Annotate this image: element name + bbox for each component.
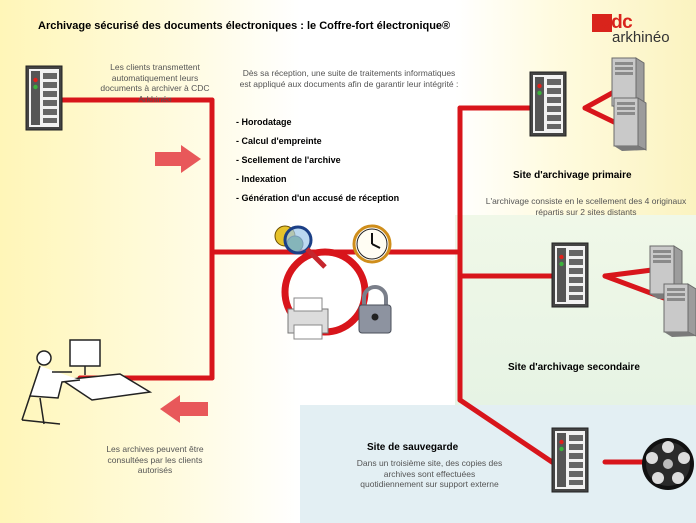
step-horodatage: - Horodatage <box>236 117 292 127</box>
diagram-title: Archivage sécurisé des documents électro… <box>38 20 451 32</box>
processing-intro-text: Dès sa réception, une suite de traitemen… <box>239 68 459 89</box>
step-accuse-reception: - Génération d'un accusé de réception <box>236 193 400 203</box>
server-icon <box>25 65 63 131</box>
primary-site-description: L'archivage consiste en le scellement de… <box>485 196 687 217</box>
client-send-text: Les clients transmettent automatiquement… <box>100 62 210 104</box>
backup-site-description: Dans un troisième site, des copies des a… <box>356 458 503 490</box>
primary-site-title: Site d'archivage primaire <box>513 170 632 181</box>
cdc-arkhineo-logo: cdc arkhinéo <box>592 12 690 52</box>
padlock-icon <box>358 285 392 334</box>
send-arrow <box>155 145 201 173</box>
logo-cdc-text: cdc <box>601 12 633 33</box>
storage-tower-icon <box>663 283 696 338</box>
consult-arrow <box>160 395 208 423</box>
processing-steps-list: - Horodatage - Calcul d'empreinte - Scel… <box>236 117 399 212</box>
server-icon <box>529 71 567 137</box>
step-empreinte: - Calcul d'empreinte <box>236 136 322 146</box>
step-indexation: - Indexation <box>236 174 287 184</box>
step-scellement: - Scellement de l'archive <box>236 155 341 165</box>
backup-site-title: Site de sauvegarde <box>367 442 459 453</box>
logo-arkhineo-text: arkhinéo <box>612 29 670 46</box>
logo-red-block <box>592 14 612 32</box>
magnifier-icon <box>274 225 327 269</box>
server-icon <box>551 427 589 493</box>
clock-icon <box>352 224 392 264</box>
client-consult-text: Les archives peuvent être consultées par… <box>106 444 204 476</box>
printer-icon <box>287 297 329 340</box>
secondary-site-title: Site d'archivage secondaire <box>508 362 640 373</box>
computer-user-icon <box>21 339 153 425</box>
server-icon <box>551 242 589 308</box>
tape-reel-icon <box>642 438 694 490</box>
storage-tower-icon <box>613 97 647 152</box>
